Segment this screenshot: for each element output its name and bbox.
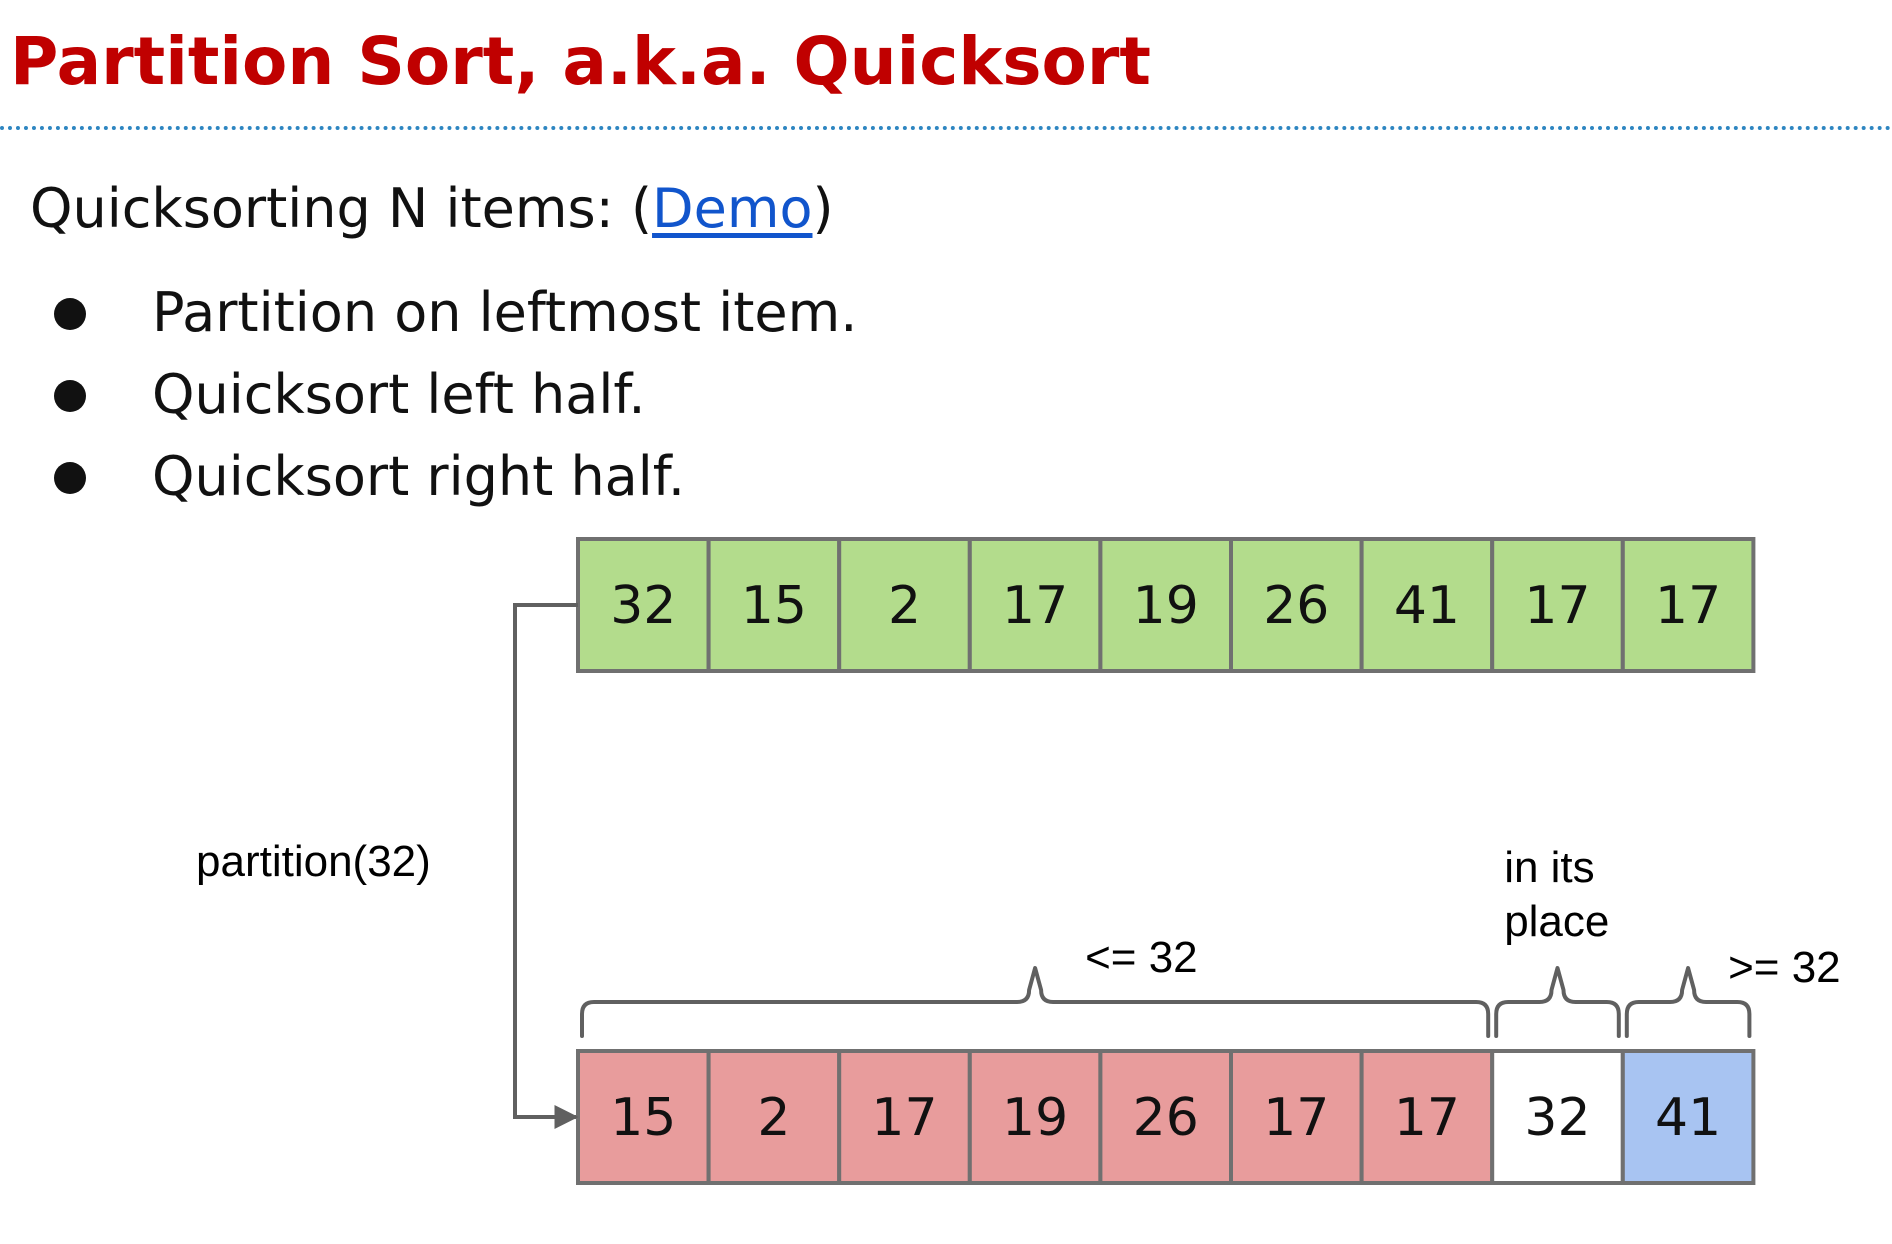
partition-arrow <box>513 603 579 1129</box>
bullet-text: Partition on leftmost item. <box>152 281 858 344</box>
bullet-text: Quicksort left half. <box>152 363 646 426</box>
output-cell <box>1359 1049 1495 1185</box>
greater-brace <box>1624 966 1752 1038</box>
output-array: 15 2 17 19 26 17 17 32 41 <box>576 1049 1756 1185</box>
output-value: 15 <box>610 1088 676 1148</box>
input-value: 17 <box>1002 576 1068 636</box>
input-value: 32 <box>610 576 676 636</box>
region-braces <box>580 966 1752 1038</box>
input-value: 19 <box>1133 576 1199 636</box>
input-value: 15 <box>741 576 807 636</box>
output-cell <box>706 1049 842 1185</box>
demo-link[interactable]: Demo <box>652 177 813 240</box>
input-cell <box>1229 537 1364 673</box>
input-value: 17 <box>1655 576 1721 636</box>
intro-line: Quicksorting N items: (Demo) <box>30 170 834 248</box>
bullet-dot-icon <box>54 380 86 412</box>
region-labels: <= 32 in its place >= 32 <box>1085 843 1841 992</box>
intro-prefix: Quicksorting N items: ( <box>30 177 653 240</box>
intro-suffix: ) <box>812 177 834 240</box>
output-value: 41 <box>1655 1088 1721 1148</box>
input-cell <box>837 537 972 673</box>
output-value: 26 <box>1133 1088 1199 1148</box>
output-value: 17 <box>871 1088 937 1148</box>
output-cell <box>1620 1049 1756 1185</box>
output-cell <box>1229 1049 1364 1185</box>
less-equal-label: <= 32 <box>1085 933 1198 982</box>
output-cell <box>837 1049 972 1185</box>
output-value: 19 <box>1002 1088 1068 1148</box>
output-value: 17 <box>1394 1088 1460 1148</box>
output-value: 32 <box>1524 1088 1590 1148</box>
input-value: 26 <box>1263 576 1329 636</box>
title-divider <box>0 126 1892 130</box>
input-cell <box>1098 537 1234 673</box>
input-cell <box>1490 537 1625 673</box>
bullet-text: Quicksort right half. <box>152 445 686 508</box>
partition-label: partition(32) <box>196 837 431 886</box>
output-value: 2 <box>757 1088 790 1148</box>
bullet-dot-icon <box>54 462 86 494</box>
input-value: 41 <box>1394 576 1460 636</box>
output-value: 17 <box>1263 1088 1329 1148</box>
input-value: 2 <box>888 576 921 636</box>
input-cell <box>967 537 1103 673</box>
less-brace <box>580 966 1491 1038</box>
pivot-brace <box>1494 966 1621 1038</box>
pivot-label-line1: in its <box>1504 843 1594 892</box>
pivot-label-line2: place <box>1504 897 1609 946</box>
output-cell <box>967 1049 1103 1185</box>
slide-title: Partition Sort, a.k.a. Quicksort <box>10 23 1151 100</box>
input-value: 17 <box>1524 576 1590 636</box>
bullet-dot-icon <box>54 298 86 330</box>
output-cell <box>1490 1049 1625 1185</box>
greater-equal-label: >= 32 <box>1728 943 1841 992</box>
input-cell <box>1620 537 1756 673</box>
input-array: 32 15 2 17 19 26 41 17 17 <box>576 537 1756 673</box>
input-cell <box>706 537 842 673</box>
input-cell <box>1359 537 1495 673</box>
